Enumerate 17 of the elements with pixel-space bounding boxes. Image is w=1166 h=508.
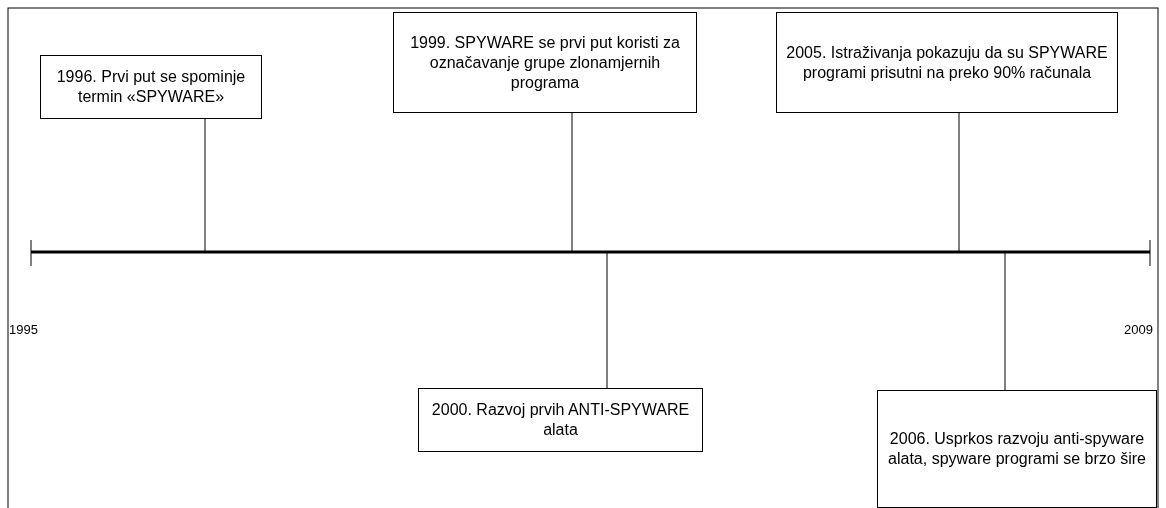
event-text: 2000. Razvoj prvih ANTI-SPYWARE alata [430, 400, 691, 440]
event-box [776, 12, 1118, 113]
event-text: 1996. Prvi put se spominje termin «SPYWARE» [55, 67, 247, 107]
event-box [393, 12, 697, 113]
event-text: 2005. Istraživanja pokazuju da su SPYWARE programi prisutni na preko 90% računala [785, 42, 1109, 83]
year-label: 1995 [9, 322, 38, 337]
leader-line [606, 251, 608, 389]
leader-line [1004, 251, 1006, 391]
leader-line [571, 112, 573, 253]
leader-line [204, 118, 206, 253]
event-box [40, 55, 262, 119]
leader-line [958, 112, 960, 253]
event-box [877, 390, 1157, 508]
year-label: 2009 [1124, 322, 1153, 337]
event-text: 2006. Usprkos razvoju anti-spyware alata, spyware programi se brzo šire [887, 429, 1147, 469]
event-box [418, 388, 703, 452]
event-text: 1999. SPYWARE se prvi put koristi za označavanje grupe zlonamjernih programa [409, 32, 681, 93]
